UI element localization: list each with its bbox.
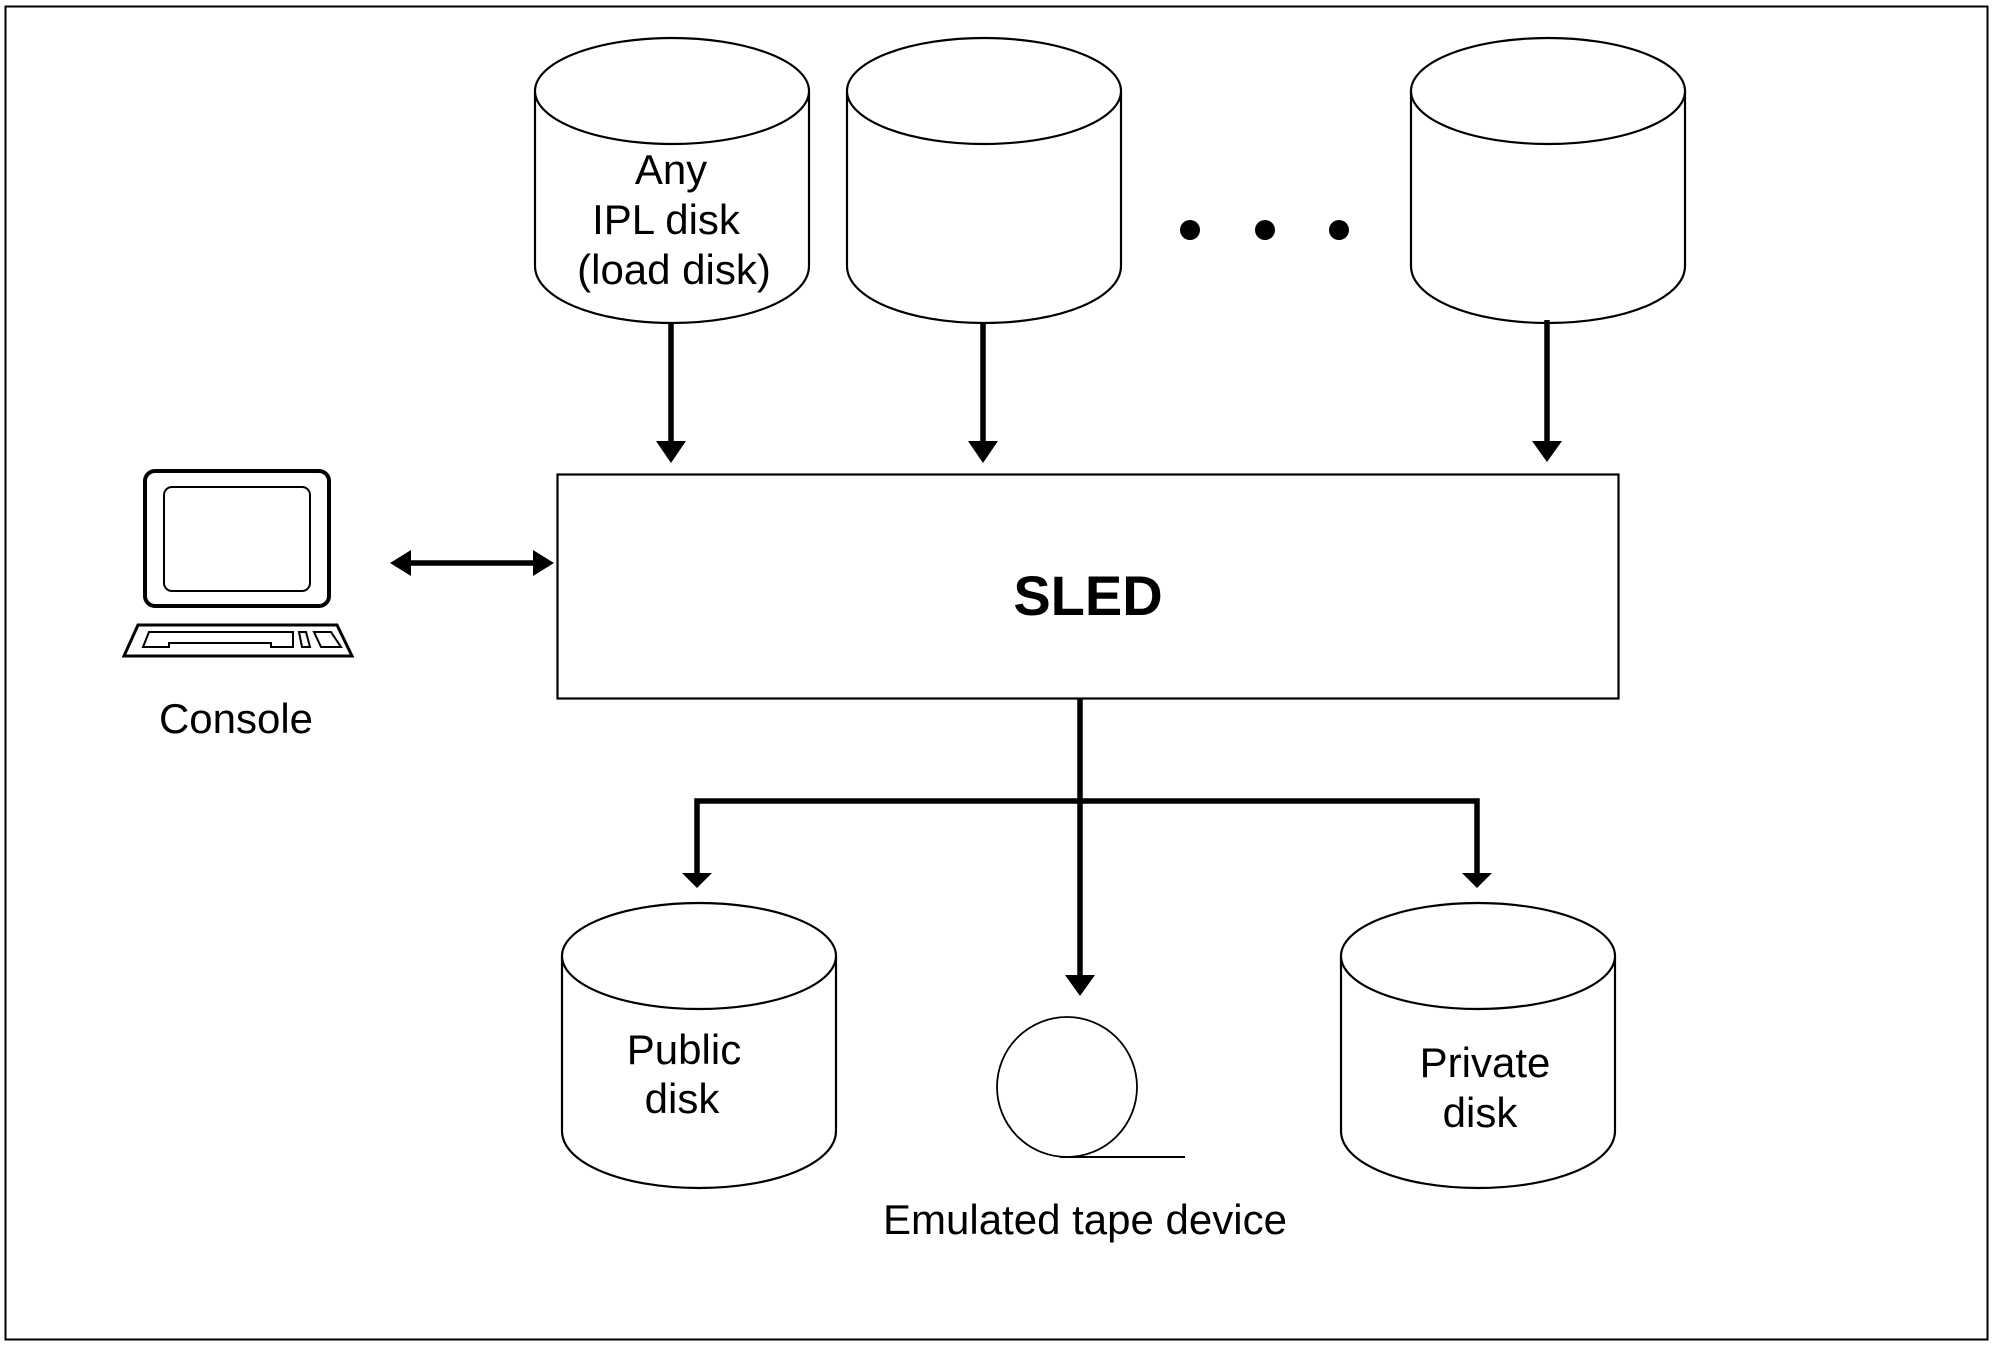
- ipl-disk-label-line-1: Any: [635, 146, 707, 193]
- ipl-disk-label-line-2: IPL disk: [592, 196, 741, 243]
- sled-box: [556, 473, 1620, 700]
- arrow-ipl-disk-1-to-sled: [656, 323, 686, 463]
- sled-label: SLED: [1013, 564, 1162, 627]
- ellipsis-dot: [1180, 220, 1200, 240]
- computer-terminal-icon: [121, 469, 355, 658]
- tape-device-label: Emulated tape device: [883, 1196, 1287, 1243]
- arrow-console-sled-bidirectional: [390, 550, 554, 576]
- public-disk-label-line-1: Public: [627, 1026, 741, 1073]
- ipl-disk-label-line-3: (load disk): [577, 246, 771, 293]
- ipl-disk-n: [1409, 36, 1687, 325]
- ellipsis-dots: [1180, 220, 1349, 240]
- public-disk-label-line-2: disk: [645, 1075, 721, 1122]
- ipl-disk-1: Any IPL disk (load disk): [533, 36, 811, 325]
- ellipsis-dot: [1329, 220, 1349, 240]
- disk-cylinder-icon: [1409, 36, 1687, 325]
- tape-device: Emulated tape device: [883, 1016, 1287, 1243]
- public-disk: Public disk: [560, 901, 838, 1190]
- private-disk-label-line-2: disk: [1443, 1089, 1519, 1136]
- ellipsis-dot: [1255, 220, 1275, 240]
- private-disk-label-line-1: Private: [1420, 1039, 1551, 1086]
- sled-output-connectors: [682, 699, 1492, 996]
- sled-node: SLED: [556, 473, 1620, 700]
- arrow-head-public-disk: [682, 873, 712, 888]
- arrow-ipl-disk-2-to-sled: [968, 323, 998, 463]
- arrow-head-private-disk: [1462, 873, 1492, 888]
- tape-reel-icon: [996, 1016, 1185, 1158]
- private-disk: Private disk: [1339, 901, 1617, 1190]
- diagram-frame: [4, 5, 1989, 1341]
- disk-cylinder-icon: [845, 36, 1123, 325]
- ipl-disk-2: [845, 36, 1123, 325]
- console-node: Console: [121, 469, 355, 742]
- console-label: Console: [159, 695, 313, 742]
- arrow-head-tape-device: [1065, 975, 1095, 996]
- arrow-ipl-disk-n-to-sled: [1532, 320, 1562, 462]
